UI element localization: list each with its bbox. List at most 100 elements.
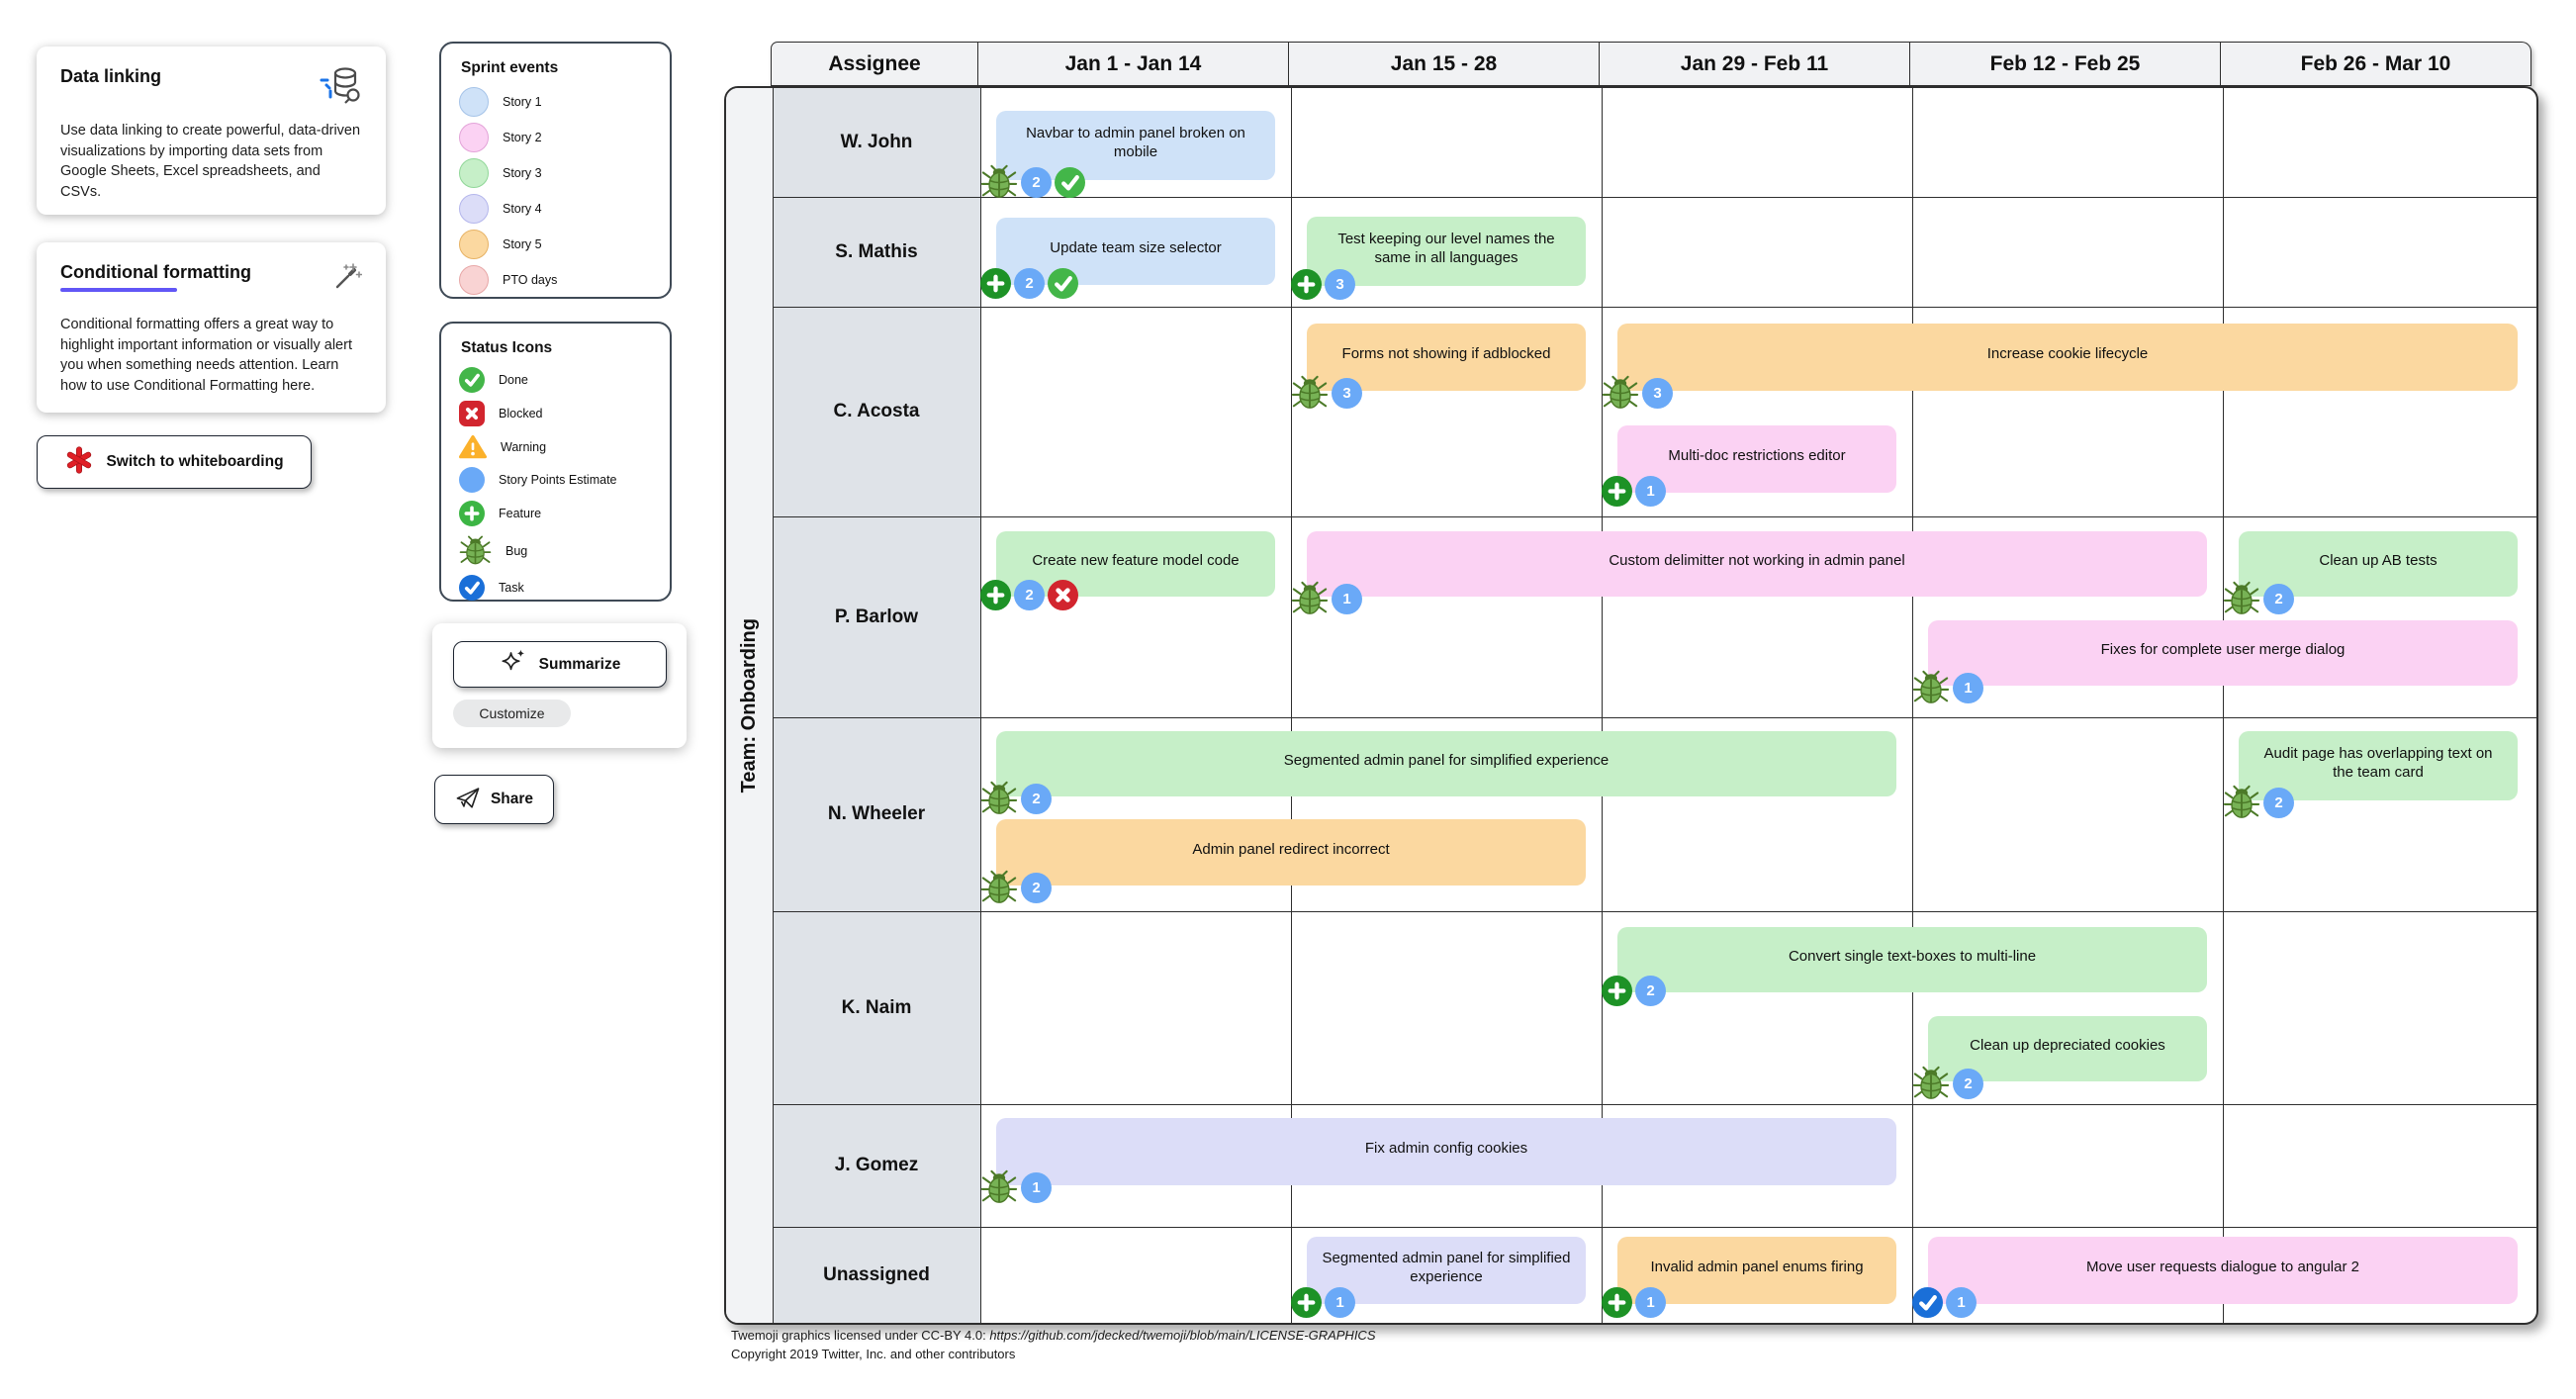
- paper-plane-icon: [455, 785, 481, 815]
- column-divider: [1602, 88, 1604, 1323]
- story3-swatch: [459, 158, 489, 188]
- story1-swatch: [459, 87, 489, 117]
- status-legend-item-done: Done: [459, 367, 652, 393]
- task-status-icons: 2: [2223, 784, 2294, 821]
- task-card[interactable]: Custom delimitter not working in admin p…: [1307, 531, 2207, 597]
- assignee-cell-5: K. Naim: [773, 911, 980, 1104]
- legend-label: Warning: [501, 439, 547, 454]
- legend-label: Blocked: [499, 407, 543, 420]
- story-points-icon: 3: [1325, 269, 1355, 300]
- feature-icon: [980, 268, 1011, 299]
- summarize-card: Summarize Customize: [432, 623, 687, 748]
- row-divider: [773, 717, 2536, 719]
- legend-item-pto: PTO days: [459, 265, 652, 295]
- task-card[interactable]: Move user requests dialogue to angular 2: [1928, 1237, 2518, 1304]
- row-divider: [773, 1104, 2536, 1106]
- purple-underline: [60, 288, 177, 292]
- bug-icon: [459, 534, 492, 567]
- switch-to-whiteboarding-button[interactable]: Switch to whiteboarding: [37, 435, 312, 489]
- feature-icon: [1602, 1287, 1632, 1318]
- task-card[interactable]: Convert single text-boxes to multi-line: [1617, 927, 2207, 992]
- bug-icon: [1912, 1065, 1950, 1102]
- column-divider: [2223, 88, 2225, 1323]
- task-status-icons: 1: [1602, 1287, 1666, 1318]
- bug-icon: [1912, 669, 1950, 706]
- assignee-cell-1: S. Mathis: [773, 197, 980, 307]
- assignee-cell-2: C. Acosta: [773, 307, 980, 516]
- task-card[interactable]: Invalid admin panel enums firing: [1617, 1237, 1896, 1304]
- license-footer: Twemoji graphics licensed under CC-BY 4.…: [731, 1327, 1376, 1364]
- task-status-icons: 1: [1602, 476, 1666, 507]
- legend-item-story3: Story 3: [459, 158, 652, 188]
- task-card[interactable]: Segmented admin panel for simplified exp…: [996, 731, 1896, 796]
- database-link-icon: [319, 66, 362, 111]
- legend-label: Done: [499, 373, 528, 387]
- story2-swatch: [459, 123, 489, 152]
- license-link: https://github.com/jdecked/twemoji/blob/…: [989, 1328, 1376, 1343]
- task-card[interactable]: Multi-doc restrictions editor: [1617, 425, 1896, 493]
- customize-button[interactable]: Customize: [453, 700, 571, 727]
- data-linking-card[interactable]: Data linking: [37, 47, 386, 215]
- task-card[interactable]: Fixes for complete user merge dialog: [1928, 620, 2518, 686]
- task-status-icons: 1: [1291, 1287, 1355, 1318]
- legend-item-story5: Story 5: [459, 230, 652, 259]
- license-text: Twemoji graphics licensed under CC-BY 4.…: [731, 1328, 990, 1343]
- header-assignee: Assignee: [771, 42, 978, 86]
- task-status-icons: 2: [2223, 580, 2294, 617]
- task-status-icons: 2: [980, 163, 1085, 201]
- legend-item-story1: Story 1: [459, 87, 652, 117]
- assignee-cell-3: P. Barlow: [773, 516, 980, 717]
- blocked-icon: [1048, 580, 1078, 610]
- story-points-icon: 2: [1021, 872, 1052, 903]
- story-points-icon: 1: [1635, 476, 1666, 507]
- bug-icon: [980, 780, 1018, 817]
- row-divider: [773, 911, 2536, 913]
- bug-icon: [2223, 580, 2260, 617]
- legend-label: Story 1: [503, 95, 542, 109]
- summarize-button[interactable]: Summarize: [453, 641, 667, 688]
- row-divider: [773, 307, 2536, 309]
- team-strip: [726, 88, 773, 1323]
- blocked-icon: [459, 401, 485, 426]
- status-legend-item-feature: Feature: [459, 501, 652, 527]
- legend-label: Bug: [506, 543, 528, 558]
- column-divider: [1291, 88, 1293, 1323]
- task-card[interactable]: Audit page has overlapping text on the t…: [2239, 731, 2518, 800]
- task-card[interactable]: Increase cookie lifecycle: [1617, 324, 2518, 391]
- share-button[interactable]: Share: [434, 775, 554, 824]
- header-col-3: Jan 29 - Feb 11: [1600, 42, 1910, 86]
- task-status-icons: 2: [980, 580, 1078, 610]
- switch-to-whiteboarding-label: Switch to whiteboarding: [106, 453, 284, 470]
- legend-label: Feature: [499, 507, 542, 521]
- story-points-icon: 2: [1953, 1068, 1983, 1099]
- task-card[interactable]: Update team size selector: [996, 218, 1275, 285]
- conditional-formatting-card[interactable]: Conditional formatting Conditional: [37, 242, 386, 413]
- story-points-icon: 1: [1021, 1171, 1052, 1203]
- status-legend-item-task: Task: [459, 575, 652, 602]
- task-status-icons: 2: [1912, 1065, 1983, 1102]
- task-card[interactable]: Create new feature model code: [996, 531, 1275, 597]
- column-divider: [980, 88, 982, 1323]
- task-card[interactable]: Test keeping our level names the same in…: [1307, 217, 1586, 286]
- copyright-text: Copyright 2019 Twitter, Inc. and other c…: [731, 1346, 1016, 1361]
- story-points-icon: 1: [1635, 1287, 1666, 1318]
- bug-icon: [2223, 784, 2260, 821]
- task-icon: [459, 575, 485, 602]
- done-icon: [1055, 166, 1085, 198]
- story4-swatch: [459, 194, 489, 224]
- story-points-icon: 2: [1021, 166, 1052, 198]
- task-card[interactable]: Navbar to admin panel broken on mobile: [996, 111, 1275, 180]
- header-col-2: Jan 15 - 28: [1289, 42, 1600, 86]
- task-card[interactable]: Fix admin config cookies: [996, 1118, 1896, 1185]
- summarize-label: Summarize: [538, 655, 621, 673]
- task-card[interactable]: Admin panel redirect incorrect: [996, 819, 1586, 886]
- warning-icon: [459, 434, 487, 459]
- task-status-icons: 3: [1602, 374, 1673, 412]
- conditional-formatting-title: Conditional formatting: [60, 262, 251, 282]
- task-card[interactable]: Segmented admin panel for simplified exp…: [1307, 1237, 1586, 1304]
